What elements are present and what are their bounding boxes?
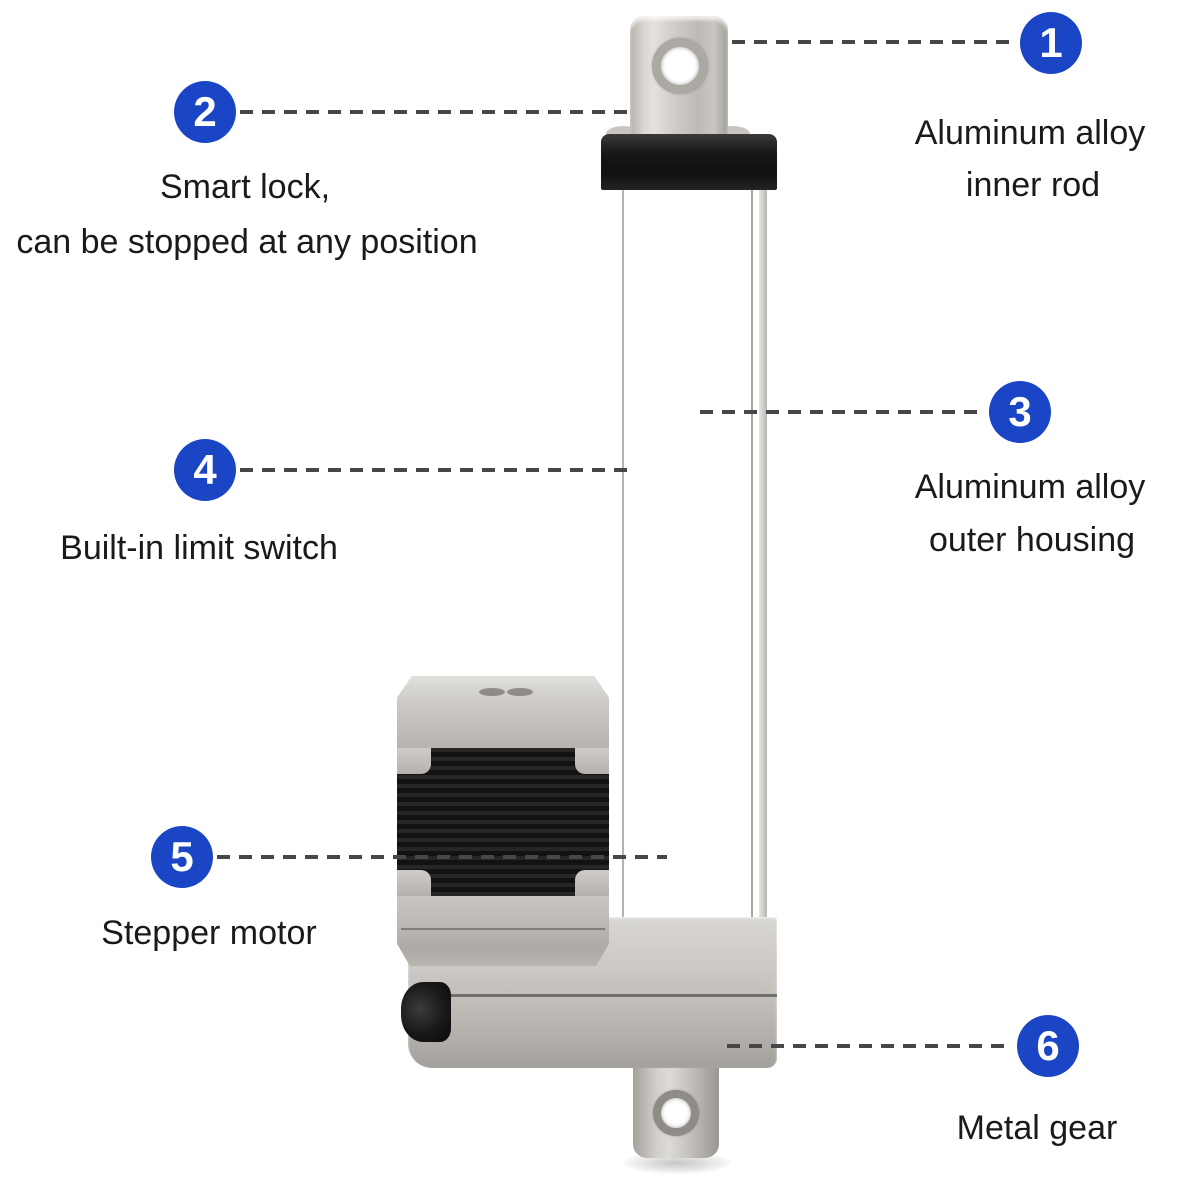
smart-lock-cap — [601, 134, 777, 190]
callout-label-1-line-1: Aluminum alloy — [914, 114, 1146, 152]
adjustment-knob — [401, 982, 451, 1042]
motor-bottom-cap — [397, 896, 609, 966]
callout-label-2-line-1: Smart lock, — [159, 168, 331, 206]
rod-mount-hole — [652, 38, 708, 94]
callout-badge-1: 1 — [1020, 12, 1082, 74]
housing-ridge — [759, 188, 767, 918]
inner-rod — [630, 16, 728, 150]
callout-badge-6: 6 — [1017, 1015, 1079, 1077]
base-seam — [408, 994, 777, 997]
leader-line-3 — [700, 410, 984, 414]
motor-top-cap — [397, 676, 609, 748]
callout-badge-3: 3 — [989, 381, 1051, 443]
motor-corner-tab — [397, 870, 431, 896]
callout-label-6-line-1: Metal gear — [956, 1109, 1118, 1147]
leader-line-6 — [727, 1044, 1012, 1048]
motor-body — [397, 748, 609, 896]
bottom-rod-mount-hole — [653, 1090, 699, 1136]
motor-plate-seam — [401, 928, 605, 930]
housing-groove — [751, 188, 753, 918]
motor-corner-tab — [575, 870, 609, 896]
housing-groove — [622, 188, 624, 918]
callout-label-4-line-1: Built-in limit switch — [60, 529, 338, 567]
callout-label-3-line-2: outer housing — [928, 521, 1136, 559]
callout-label-5-line-1: Stepper motor — [101, 914, 317, 952]
callout-badge-4: 4 — [174, 439, 236, 501]
bottom-rod — [633, 1066, 719, 1158]
callout-label-3-line-1: Aluminum alloy — [914, 468, 1146, 506]
motor-corner-tab — [397, 748, 431, 774]
motor-screw-hole — [479, 688, 505, 696]
motor-corner-tab — [575, 748, 609, 774]
callout-label-1-line-2: inner rod — [965, 166, 1101, 204]
leader-line-2 — [240, 110, 628, 114]
stepper-motor — [397, 676, 609, 966]
outer-housing — [603, 188, 777, 918]
leader-line-1 — [732, 40, 1014, 44]
callout-badge-5: 5 — [151, 826, 213, 888]
callout-label-2-line-2: can be stopped at any position — [16, 223, 478, 261]
leader-line-5 — [217, 855, 667, 859]
motor-screw-hole — [507, 688, 533, 696]
leader-line-4 — [240, 468, 627, 472]
callout-badge-2: 2 — [174, 81, 236, 143]
